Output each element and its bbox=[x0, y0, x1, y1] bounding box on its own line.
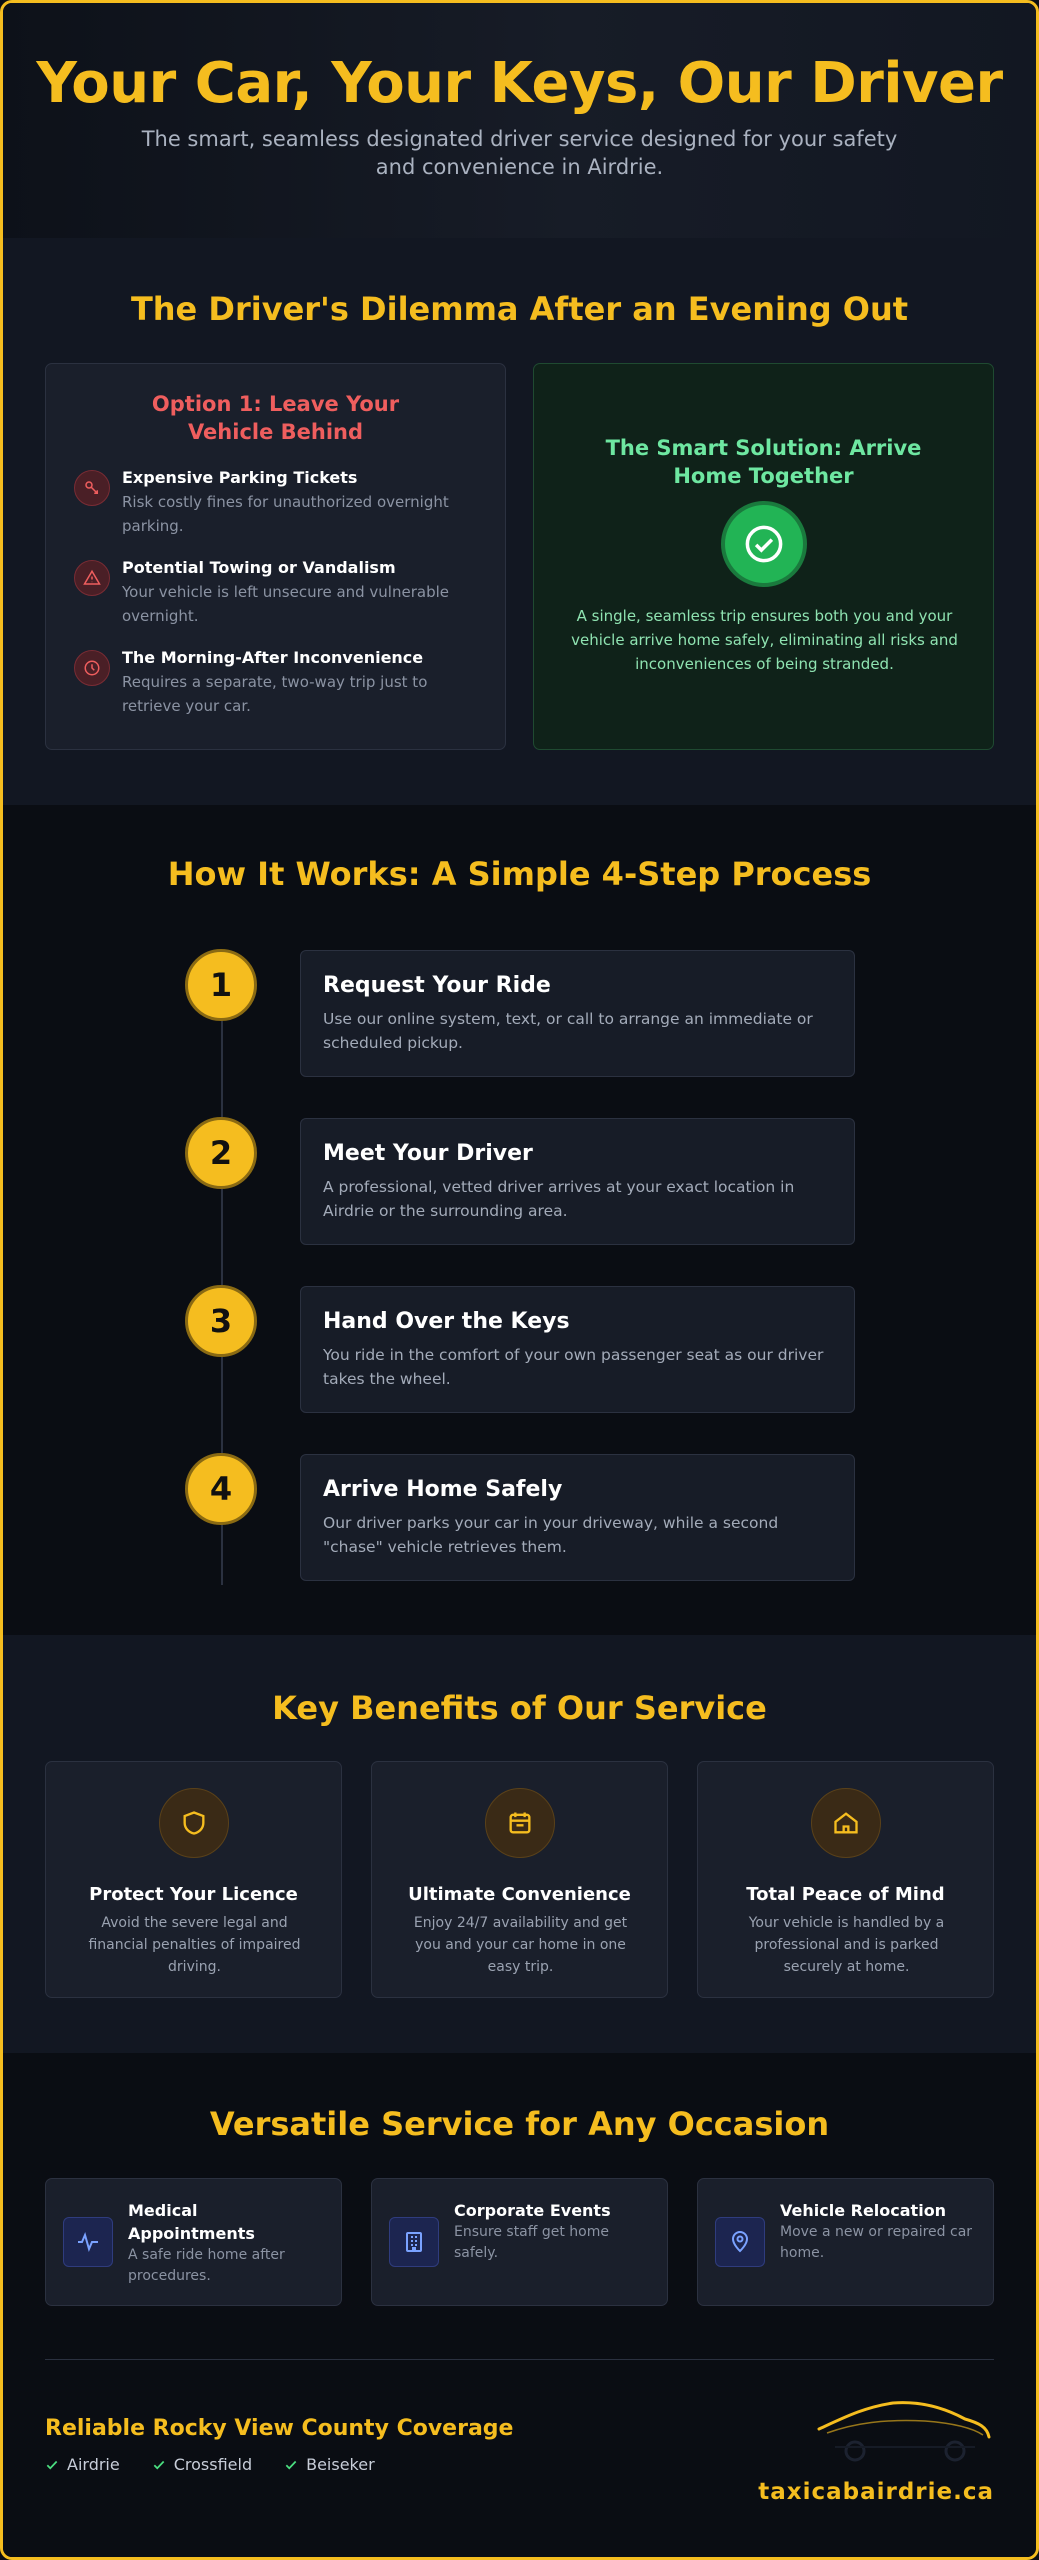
check-circle-icon bbox=[721, 501, 807, 587]
step-card: Meet Your Driver A professional, vetted … bbox=[300, 1118, 855, 1245]
risk-desc: Your vehicle is left unsecure and vulner… bbox=[122, 583, 449, 625]
step-title: Request Your Ride bbox=[323, 973, 551, 998]
benefit-card: Total Peace of Mind Your vehicle is hand… bbox=[697, 1761, 994, 1998]
coverage-area: Crossfield bbox=[173, 2455, 253, 2474]
step-title: Hand Over the Keys bbox=[323, 1309, 570, 1334]
benefit-title: Protect Your Licence bbox=[89, 1884, 298, 1905]
risk-title: Potential Towing or Vandalism bbox=[122, 558, 396, 577]
step-desc: A professional, vetted driver arrives at… bbox=[323, 1178, 795, 1220]
step-card: Request Your Ride Use our online system,… bbox=[300, 950, 855, 1077]
occasion-desc: Ensure staff get home safely. bbox=[454, 2224, 609, 2261]
step-title: Arrive Home Safely bbox=[323, 1477, 563, 1502]
how-it-works-title: How It Works: A Simple 4-Step Process bbox=[167, 855, 872, 893]
check-icon bbox=[153, 2460, 165, 2469]
step-number-badge: 2 bbox=[185, 1117, 257, 1189]
benefit-title: Total Peace of Mind bbox=[746, 1884, 945, 1905]
benefit-card: Protect Your Licence Avoid the severe le… bbox=[45, 1761, 342, 1998]
benefit-title: Ultimate Convenience bbox=[408, 1884, 631, 1905]
step-desc: Use our online system, text, or call to … bbox=[323, 1010, 813, 1052]
option-leave-vehicle-card: Option 1: Leave Your Vehicle Behind Expe… bbox=[45, 363, 506, 750]
occasions-title: Versatile Service for Any Occasion bbox=[209, 2105, 830, 2143]
dilemma-section: The Driver's Dilemma After an Evening Ou… bbox=[3, 238, 1036, 805]
how-it-works-section: How It Works: A Simple 4-Step Process 1 … bbox=[3, 805, 1036, 1635]
building-icon bbox=[389, 2217, 439, 2267]
check-icon bbox=[285, 2460, 297, 2469]
benefits-title: Key Benefits of Our Service bbox=[272, 1689, 767, 1727]
occasion-card: Vehicle Relocation Move a new or repaire… bbox=[697, 2178, 994, 2306]
benefit-card: Ultimate Convenience Enjoy 24/7 availabi… bbox=[371, 1761, 668, 1998]
occasion-card: Medical Appointments A safe ride home af… bbox=[45, 2178, 342, 2306]
calendar-icon bbox=[485, 1788, 555, 1858]
hero-section: Your Car, Your Keys, Our Driver The smar… bbox=[3, 3, 1036, 238]
step-title: Meet Your Driver bbox=[323, 1141, 533, 1166]
page-title: Your Car, Your Keys, Our Driver bbox=[36, 51, 1003, 116]
ticket-icon bbox=[74, 470, 110, 506]
coverage-item: Airdrie bbox=[45, 2455, 120, 2474]
page-subtitle: The smart, seamless designated driver se… bbox=[141, 127, 898, 179]
risk-title: Expensive Parking Tickets bbox=[122, 468, 358, 487]
check-icon bbox=[46, 2460, 58, 2469]
risk-title: The Morning-After Inconvenience bbox=[122, 648, 424, 667]
coverage-list: Airdrie Crossfield Beiseker bbox=[45, 2455, 375, 2474]
timeline-line bbox=[221, 955, 223, 1585]
step-desc: Our driver parks your car in your drivew… bbox=[323, 1514, 779, 1556]
smart-solution-title: The Smart Solution: Arrive Home Together bbox=[605, 436, 922, 488]
dilemma-title: The Driver's Dilemma After an Evening Ou… bbox=[130, 290, 909, 328]
benefit-desc: Enjoy 24/7 availability and get you and … bbox=[413, 1915, 628, 1975]
home-icon bbox=[811, 1788, 881, 1858]
option-leave-vehicle-title: Option 1: Leave Your Vehicle Behind bbox=[151, 392, 400, 444]
coverage-area: Airdrie bbox=[67, 2455, 120, 2474]
occasion-desc: A safe ride home after procedures. bbox=[128, 2247, 285, 2284]
coverage-item: Beiseker bbox=[284, 2455, 375, 2474]
step-desc: You ride in the comfort of your own pass… bbox=[323, 1346, 824, 1388]
step-card: Arrive Home Safely Our driver parks your… bbox=[300, 1454, 855, 1581]
step-number-badge: 1 bbox=[185, 949, 257, 1021]
smart-solution-card: The Smart Solution: Arrive Home Together… bbox=[533, 363, 994, 750]
occasion-title: Medical Appointments bbox=[128, 2201, 255, 2243]
occasion-title: Corporate Events bbox=[454, 2201, 611, 2220]
step-card: Hand Over the Keys You ride in the comfo… bbox=[300, 1286, 855, 1413]
coverage-area: Beiseker bbox=[306, 2455, 375, 2474]
coverage-item: Crossfield bbox=[152, 2455, 252, 2474]
clock-icon bbox=[74, 650, 110, 686]
map-pin-icon bbox=[715, 2217, 765, 2267]
website-link[interactable]: taxicabairdrie.ca bbox=[758, 2479, 994, 2505]
step-number-badge: 3 bbox=[185, 1285, 257, 1357]
benefits-section: Key Benefits of Our Service Protect Your… bbox=[3, 1635, 1036, 2053]
benefit-desc: Avoid the severe legal and financial pen… bbox=[88, 1915, 301, 1975]
step-number-badge: 4 bbox=[185, 1453, 257, 1525]
warning-icon bbox=[74, 560, 110, 596]
occasion-card: Corporate Events Ensure staff get home s… bbox=[371, 2178, 668, 2306]
risk-desc: Risk costly fines for unauthorized overn… bbox=[122, 493, 449, 535]
shield-icon bbox=[159, 1788, 229, 1858]
smart-solution-desc: A single, seamless trip ensures both you… bbox=[571, 607, 958, 673]
benefit-desc: Your vehicle is handled by a professiona… bbox=[748, 1915, 945, 1975]
car-logo-icon bbox=[817, 2401, 991, 2462]
occasion-title: Vehicle Relocation bbox=[780, 2201, 947, 2220]
coverage-title: Reliable Rocky View County Coverage bbox=[45, 2416, 514, 2441]
risk-desc: Requires a separate, two-way trip just t… bbox=[122, 673, 428, 715]
footer-divider bbox=[45, 2359, 994, 2360]
occasions-section: Versatile Service for Any Occasion Medic… bbox=[3, 2053, 1036, 2557]
occasion-desc: Move a new or repaired car home. bbox=[780, 2224, 973, 2261]
pulse-icon bbox=[63, 2217, 113, 2267]
